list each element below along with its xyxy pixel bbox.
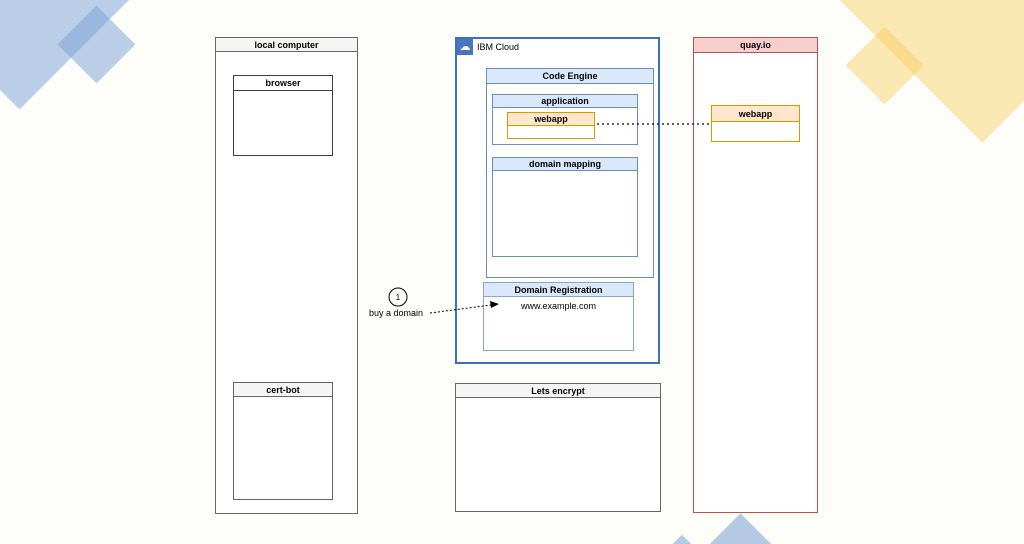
lets-encrypt-title: Lets encrypt <box>456 384 660 398</box>
cert-bot-title: cert-bot <box>234 383 332 397</box>
container-lets-encrypt: Lets encrypt <box>455 383 661 512</box>
application-title: application <box>493 95 637 108</box>
domain-mapping-title: domain mapping <box>493 158 637 171</box>
code-engine-title: Code Engine <box>487 69 653 84</box>
ibm-cloud-icon: ☁ <box>457 39 473 55</box>
webapp-code-engine-title: webapp <box>508 113 594 126</box>
ibm-cloud-title: IBM Cloud <box>477 42 520 52</box>
domain-registration-url: www.example.com <box>520 301 597 311</box>
buy-domain-label: buy a domain <box>368 308 424 318</box>
node-browser: browser <box>233 75 333 156</box>
decor-diamond-blue-small-bottom <box>663 534 701 544</box>
node-webapp-code-engine: webapp <box>507 112 595 139</box>
webapp-quay-title: webapp <box>712 106 799 122</box>
step-1-number: 1 <box>395 293 401 302</box>
domain-registration-title: Domain Registration <box>484 283 633 297</box>
node-webapp-quay: webapp <box>711 105 800 142</box>
browser-title: browser <box>234 76 332 91</box>
container-domain-registration: Domain Registration www.example.com <box>483 282 634 351</box>
ibm-cloud-titlebar: ☁ IBM Cloud <box>457 39 519 55</box>
local-computer-title: local computer <box>216 38 357 52</box>
container-domain-mapping: domain mapping <box>492 157 638 257</box>
quay-io-title: quay.io <box>694 38 817 53</box>
node-cert-bot: cert-bot <box>233 382 333 500</box>
